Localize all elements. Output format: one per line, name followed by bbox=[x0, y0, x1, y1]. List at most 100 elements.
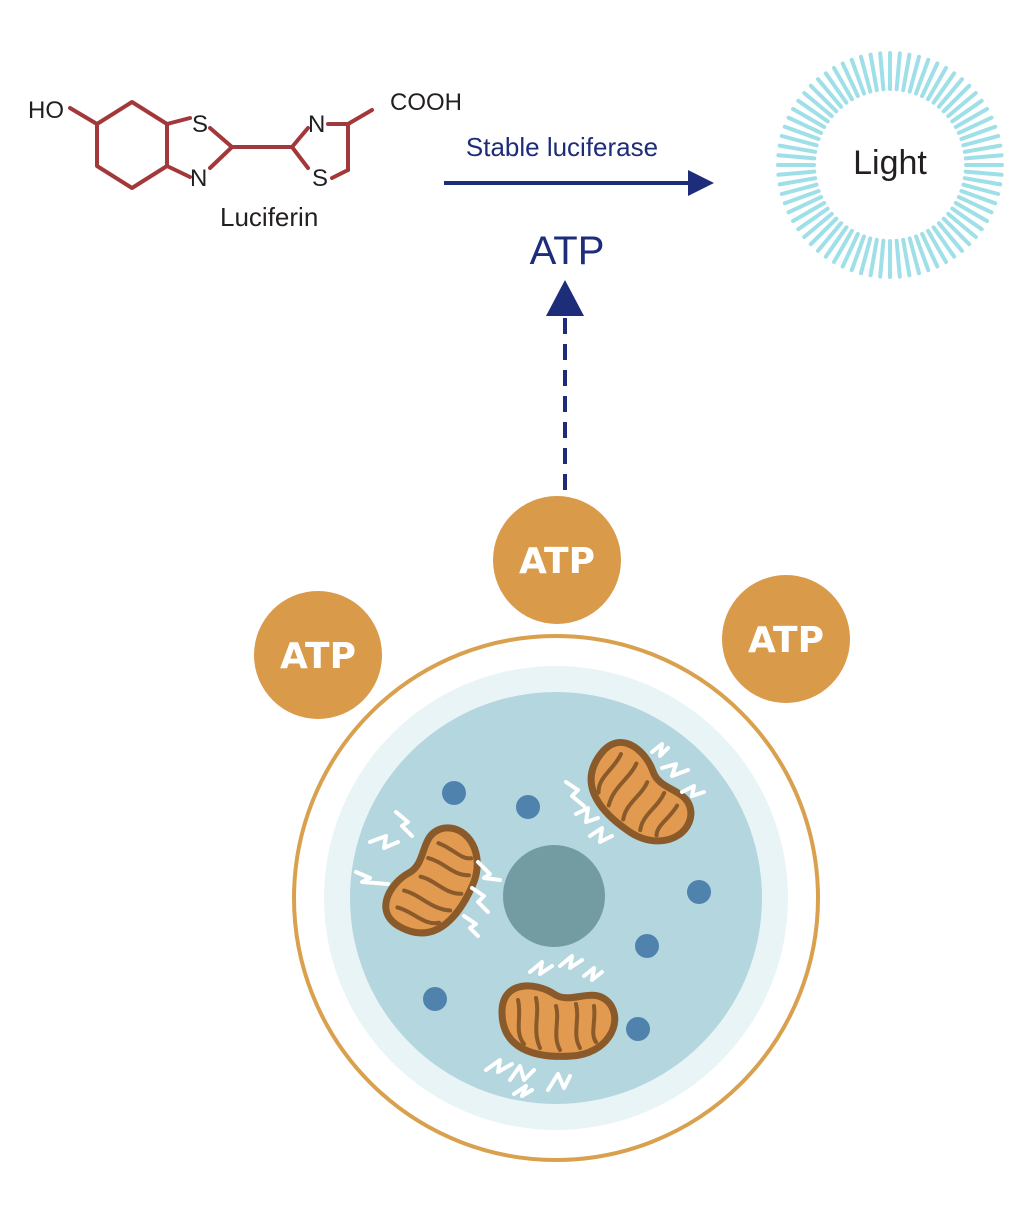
light-ray bbox=[840, 231, 860, 269]
light-label: Light bbox=[853, 144, 927, 182]
light-ray bbox=[796, 98, 830, 124]
ho-label: HO bbox=[28, 97, 64, 124]
light-ray bbox=[823, 225, 849, 259]
light-ray bbox=[914, 57, 931, 96]
light-ray bbox=[961, 182, 1001, 196]
light-ray bbox=[868, 237, 879, 278]
atp-bubble: ATP bbox=[493, 496, 621, 624]
atp-bubble: ATP bbox=[254, 591, 382, 719]
light-ray bbox=[802, 211, 834, 239]
light-ray bbox=[832, 228, 854, 264]
light-ray bbox=[956, 195, 994, 215]
atp-release-arrow bbox=[546, 280, 584, 492]
light-ray bbox=[786, 195, 824, 215]
atp-bubble: ATP bbox=[722, 575, 850, 703]
light-ray bbox=[953, 201, 989, 223]
light-ray bbox=[802, 91, 834, 119]
mitochondrion bbox=[382, 824, 481, 937]
light-ray bbox=[961, 134, 1001, 148]
light-ray bbox=[776, 169, 817, 177]
light-ray bbox=[907, 236, 921, 276]
cooh-label: COOH bbox=[390, 89, 462, 116]
light-ray bbox=[931, 225, 957, 259]
cell bbox=[292, 634, 820, 1162]
light-ray bbox=[878, 51, 886, 92]
light-ray bbox=[936, 77, 964, 109]
atp-bubble-label: ATP bbox=[748, 620, 824, 661]
light-ray bbox=[782, 124, 821, 141]
light-ray bbox=[894, 51, 902, 92]
light-ray bbox=[791, 201, 827, 223]
light-ray bbox=[907, 54, 921, 94]
light-ray bbox=[950, 98, 984, 124]
light-ray bbox=[931, 71, 957, 105]
light-ray bbox=[946, 91, 978, 119]
granule bbox=[687, 880, 711, 904]
atp-cofactor-label: ATP bbox=[530, 229, 605, 273]
atp-bubble-label: ATP bbox=[519, 541, 595, 582]
reaction-arrow: Stable luciferase ATP bbox=[444, 132, 714, 273]
nitrogen-atom-2: N bbox=[308, 111, 325, 138]
mitochondrion bbox=[587, 739, 695, 845]
light-ray bbox=[962, 143, 1003, 154]
light-ray bbox=[953, 107, 989, 129]
light-ray bbox=[926, 66, 948, 102]
nitrogen-atom-1: N bbox=[190, 165, 207, 192]
light-ray bbox=[816, 221, 844, 253]
light-ray bbox=[779, 134, 819, 148]
light-ray bbox=[779, 182, 819, 196]
sulfur-atom-1: S bbox=[192, 111, 208, 138]
luciferin-bonds bbox=[68, 100, 374, 190]
granule bbox=[516, 795, 540, 819]
light-ray bbox=[849, 57, 866, 96]
light-rays bbox=[776, 51, 1004, 279]
light-ray bbox=[894, 238, 902, 279]
light-ray bbox=[832, 66, 854, 102]
light-ray bbox=[786, 115, 824, 135]
light-ray bbox=[791, 107, 827, 129]
light-ray bbox=[920, 61, 940, 99]
light-ray bbox=[920, 231, 940, 269]
light-ray bbox=[816, 77, 844, 109]
light-burst: Light bbox=[776, 51, 1004, 279]
light-ray bbox=[776, 153, 817, 161]
granule bbox=[423, 987, 447, 1011]
light-ray bbox=[901, 52, 912, 93]
energy-sparks bbox=[354, 742, 706, 1098]
light-ray bbox=[941, 83, 972, 114]
light-ray bbox=[914, 234, 931, 273]
light-ray bbox=[941, 216, 972, 247]
light-ray bbox=[868, 52, 879, 93]
light-ray bbox=[959, 124, 998, 141]
luciferin-structure: HO S N N S COOH Luciferin bbox=[28, 89, 462, 232]
light-ray bbox=[808, 216, 839, 247]
light-ray bbox=[840, 61, 860, 99]
light-ray bbox=[777, 176, 818, 187]
light-ray bbox=[936, 221, 964, 253]
dashed-arrow-head bbox=[546, 280, 584, 316]
light-ray bbox=[963, 153, 1004, 161]
arrow-head bbox=[688, 170, 714, 196]
light-ray bbox=[956, 115, 994, 135]
light-ray bbox=[849, 234, 866, 273]
light-ray bbox=[962, 176, 1003, 187]
light-ray bbox=[796, 206, 830, 232]
light-ray bbox=[777, 143, 818, 154]
granule bbox=[626, 1017, 650, 1041]
light-ray bbox=[926, 228, 948, 264]
enzyme-label: Stable luciferase bbox=[466, 132, 658, 162]
light-ray bbox=[823, 71, 849, 105]
light-ray bbox=[859, 236, 873, 276]
light-ray bbox=[959, 189, 998, 206]
granule bbox=[635, 934, 659, 958]
luciferin-name: Luciferin bbox=[220, 202, 318, 232]
light-ray bbox=[808, 83, 839, 114]
light-ray bbox=[901, 237, 912, 278]
light-ray bbox=[878, 238, 886, 279]
light-ray bbox=[963, 169, 1004, 177]
light-ray bbox=[946, 211, 978, 239]
light-ray bbox=[950, 206, 984, 232]
light-ray bbox=[782, 189, 821, 206]
